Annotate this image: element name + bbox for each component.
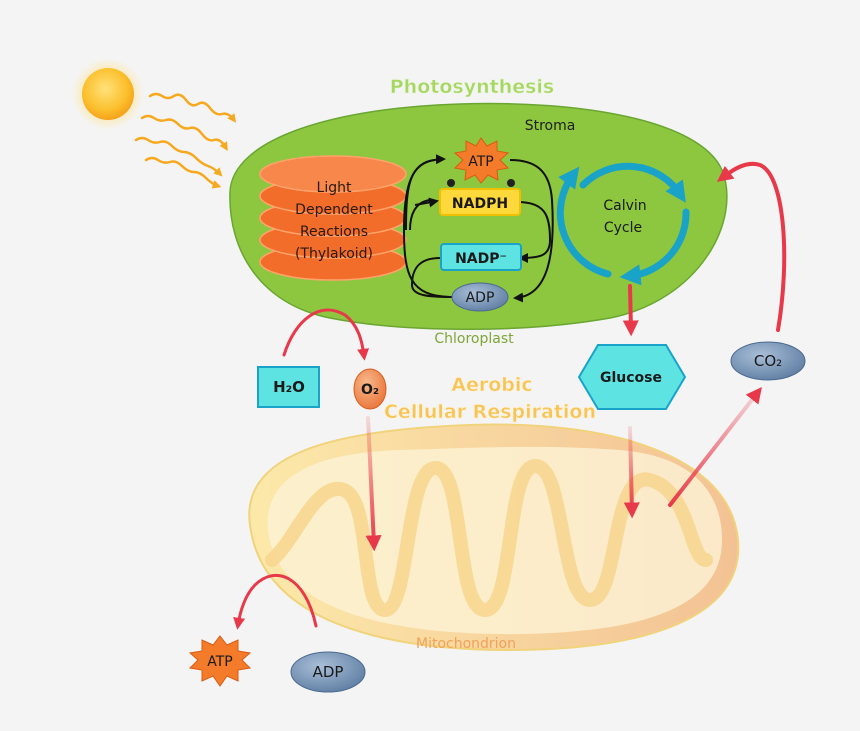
o2-ellipse — [353, 368, 387, 410]
energy-carrier-arrows — [402, 154, 554, 303]
glucose-hexagon — [577, 344, 687, 410]
thylakoid-label-line1: Light — [317, 180, 352, 196]
nadph-box — [439, 188, 521, 216]
atp-bottom-label: ATP — [207, 654, 232, 670]
aerobic-title-line2: Cellular Respiration — [384, 401, 596, 423]
adp-bottom-label: ADP — [313, 663, 344, 681]
co2-label: CO₂ — [754, 352, 782, 370]
aerobic-title-line1: Aerobic — [451, 374, 532, 396]
sun-icon — [72, 58, 144, 130]
atp-top-burst — [453, 137, 510, 184]
o2-label: O₂ — [361, 382, 379, 398]
photosynthesis-title: Photosynthesis — [390, 76, 555, 98]
calvin-label-line1: Calvin — [603, 198, 646, 214]
nadp-label: NADP⁻ — [455, 251, 507, 267]
calvin-cycle-arrows — [556, 162, 690, 286]
calvin-label-line2: Cycle — [604, 220, 642, 236]
stroma-label: Stroma — [525, 118, 576, 134]
atp-top-label: ATP — [468, 154, 493, 170]
mitochondrion-label: Mitochondrion — [416, 636, 516, 652]
adp-top-ellipse — [451, 282, 509, 312]
glucose-label: Glucose — [600, 370, 662, 386]
connector-dot-left — [447, 179, 455, 187]
adp-top-label: ADP — [466, 290, 495, 306]
atp-bottom-burst — [188, 635, 252, 687]
connector-dot-right — [507, 179, 515, 187]
chloroplast-label: Chloroplast — [434, 331, 514, 347]
nadph-label: NADPH — [452, 196, 508, 212]
thylakoid-label-line3: Reactions — [300, 224, 368, 240]
mitochondrion-shape — [248, 423, 740, 652]
co2-ellipse — [730, 341, 806, 381]
sun-rays — [134, 92, 237, 189]
process-arrows — [233, 161, 787, 630]
thylakoid-label-line4: (Thylakoid) — [295, 246, 373, 262]
adp-bottom-ellipse — [290, 651, 366, 693]
h2o-box — [257, 366, 320, 408]
nadp-box — [440, 243, 522, 271]
thylakoid-label-line2: Dependent — [295, 202, 373, 218]
h2o-label: H₂O — [273, 378, 305, 396]
